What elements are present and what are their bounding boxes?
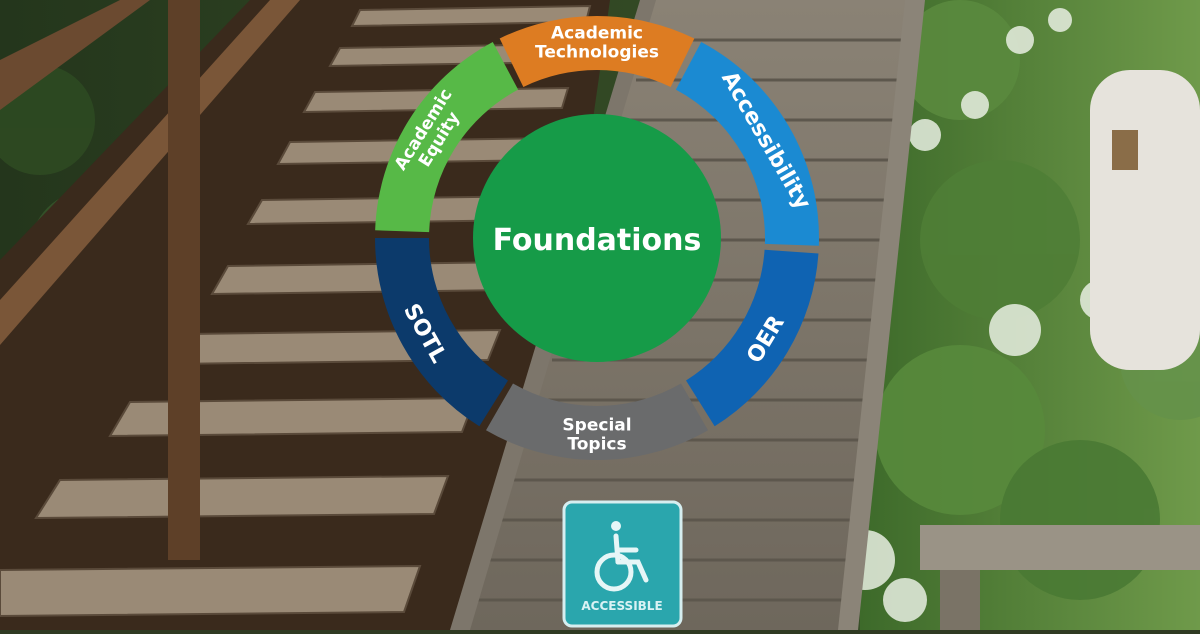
segment-sotl-arc [375, 238, 508, 427]
center-label: Foundations [493, 223, 702, 258]
segment-oer: OER [686, 249, 819, 427]
accessible-sign: ACCESSIBLE [560, 500, 685, 630]
segment-academic-equity-arc [375, 41, 519, 233]
segment-accessibility-arc [675, 41, 819, 246]
segment-special-topics-arc [486, 383, 708, 460]
segment-special-topics-line: Topics [567, 434, 626, 454]
segment-academic-technologies-line: Academic [551, 24, 643, 44]
center-circle [473, 114, 721, 362]
bench [920, 525, 1200, 570]
segment-academic-technologies-line: Technologies [535, 42, 659, 62]
segment-academic-technologies-arc [499, 15, 695, 88]
wheelchair-icon [594, 521, 649, 592]
sign-label: ACCESSIBLE [581, 599, 662, 613]
segment-sotl: SOTL [375, 238, 508, 427]
segment-oer-arc [686, 249, 819, 427]
segment-special-topics-line: Special [562, 416, 631, 436]
